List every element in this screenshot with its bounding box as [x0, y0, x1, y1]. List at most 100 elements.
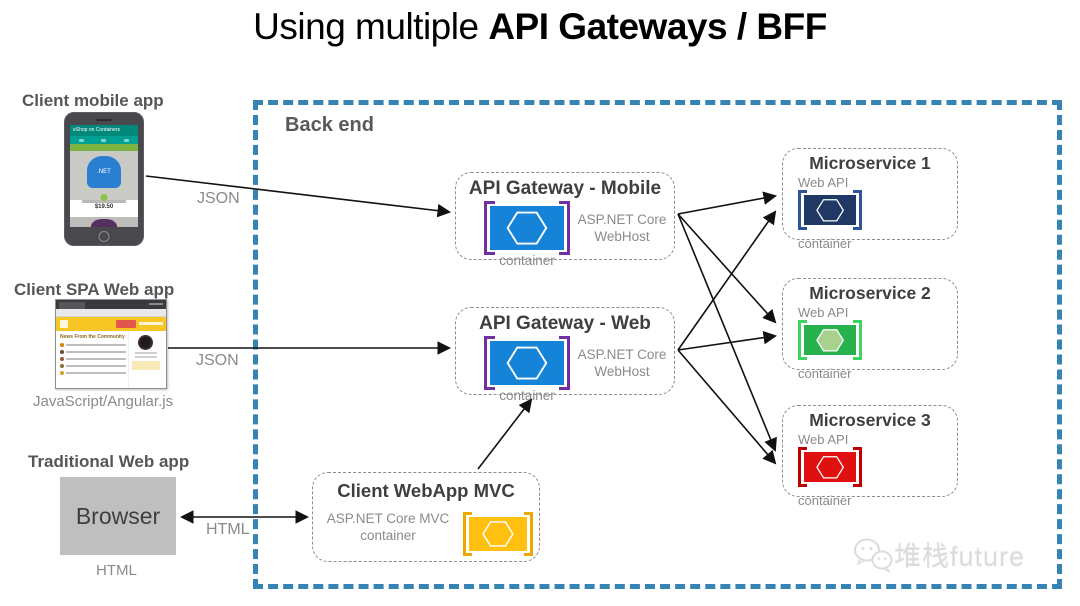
news-item — [60, 371, 126, 375]
client-spa-label: Client SPA Web app — [14, 280, 175, 299]
phone-home-button — [98, 231, 110, 242]
tech-line1: ASP.NET Core — [577, 347, 667, 362]
product-price: $19.50 — [94, 204, 114, 210]
phone-tab-bar — [70, 136, 138, 144]
container-label: container — [499, 388, 555, 403]
traditional-browser-box: Browser — [60, 477, 176, 555]
container-bracket-left — [798, 320, 807, 360]
tech-line1: ASP.NET Core — [577, 212, 667, 227]
sidebar-yellow-block — [131, 361, 160, 370]
spa-tech-caption: JavaScript/Angular.js — [33, 393, 174, 410]
news-column: News From the Community — [56, 331, 128, 388]
phone-product-info: $19.50 — [70, 200, 138, 217]
hexagon-icon — [816, 328, 844, 352]
phone-next-product — [70, 217, 138, 227]
container-icon — [798, 320, 862, 360]
container-icon — [798, 190, 862, 230]
container-icon — [463, 512, 533, 556]
container-label: container — [798, 366, 852, 381]
traditional-html-caption: HTML — [96, 562, 137, 579]
container-label: container — [499, 253, 555, 268]
title-bold: API Gateways / BFF — [488, 6, 827, 47]
hoodie-logo-text: .NET — [97, 169, 111, 175]
product-name-line — [82, 200, 126, 203]
json-label-mobile: JSON — [197, 190, 240, 207]
tech-line2: WebHost — [594, 229, 650, 244]
news-item — [60, 350, 126, 354]
container-label: container — [798, 493, 852, 508]
container-rect — [469, 517, 527, 551]
hexagon-icon — [506, 346, 548, 380]
gateway-tech-label: ASP.NET Core WebHost — [570, 211, 674, 245]
tech-line1: ASP.NET Core MVC — [326, 511, 450, 526]
container-bracket-left — [798, 190, 807, 230]
api-gateway-web-box: API Gateway - Web container ASP.NET Core… — [455, 307, 675, 403]
container-rect — [804, 195, 856, 225]
container-label: container — [798, 236, 852, 251]
tech-line2: WebHost — [594, 364, 650, 379]
phone-green-button — [70, 144, 138, 151]
sidebar-text-line — [134, 352, 157, 354]
browser-addressbar — [56, 309, 166, 317]
microservice-3-title: Microservice 3 — [809, 410, 931, 430]
purple-hoodie-image — [91, 219, 117, 227]
api-gateway-web-title: API Gateway - Web — [479, 313, 651, 334]
container-bracket-right — [853, 320, 862, 360]
gateway-tech-label: ASP.NET Core WebHost — [570, 346, 674, 380]
news-item — [60, 343, 126, 347]
microservice-1-title: Microservice 1 — [809, 153, 931, 173]
sidebar-logo-disc — [138, 335, 153, 350]
container-rect — [804, 325, 856, 355]
site-nav-links — [139, 322, 163, 325]
mvc-tech-label: ASP.NET Core MVC container — [313, 510, 463, 556]
container-rect — [804, 452, 856, 482]
container-bracket-right — [559, 201, 570, 255]
container-bracket-left — [463, 512, 472, 556]
mobile-phone-illustration: eShop on Containers .NET $19.50 — [64, 112, 144, 246]
hexagon-icon — [482, 521, 514, 547]
news-item — [60, 364, 126, 368]
news-item — [60, 357, 126, 361]
container-icon — [798, 447, 862, 487]
phone-app-title: eShop on Containers — [70, 125, 138, 136]
title-regular: Using multiple — [253, 6, 489, 47]
api-gateway-mobile-title: API Gateway - Mobile — [468, 178, 662, 199]
json-label-web: JSON — [196, 352, 239, 369]
add-to-cart-dot — [100, 194, 108, 201]
container-bracket-right — [524, 512, 533, 556]
sidebar-column — [128, 331, 162, 388]
container-rect — [490, 341, 564, 385]
phone-screen: eShop on Containers .NET $19.50 — [70, 125, 138, 227]
container-icon — [484, 336, 570, 390]
container-bracket-right — [559, 336, 570, 390]
tech-line2: container — [360, 528, 416, 543]
microservice-1-box: Microservice 1 Web API container — [782, 148, 958, 251]
hexagon-icon — [816, 198, 844, 222]
watermark-text: 堆栈future — [894, 542, 1026, 572]
wechat-icon — [854, 538, 893, 573]
web-api-label: Web API — [798, 432, 849, 447]
microservice-2-box: Microservice 2 Web API container — [782, 278, 958, 381]
phone-speaker — [96, 119, 112, 121]
blue-hoodie-image: .NET — [87, 156, 121, 188]
microservice-2-title: Microservice 2 — [809, 283, 931, 303]
backend-boundary — [253, 100, 1062, 589]
client-webapp-mvc-title: Client WebApp MVC — [337, 480, 515, 501]
site-logo — [60, 320, 68, 328]
container-icon — [484, 201, 570, 255]
web-api-label: Web API — [798, 305, 849, 320]
watermark: 堆栈future — [852, 535, 1025, 574]
html-label: HTML — [206, 521, 250, 538]
backend-label: Back end — [285, 114, 374, 136]
api-gateway-mobile-box: API Gateway - Mobile container ASP.NET C… — [455, 172, 675, 268]
browser-tab — [59, 302, 85, 309]
site-red-button — [116, 320, 136, 328]
browser-box-text: Browser — [75, 502, 161, 529]
client-mobile-label: Client mobile app — [22, 91, 164, 110]
site-header — [56, 317, 166, 331]
container-rect — [490, 206, 564, 250]
microservice-3-box: Microservice 3 Web API container — [782, 405, 958, 508]
news-heading: News From the Community — [60, 334, 125, 340]
container-bracket-left — [484, 336, 495, 390]
